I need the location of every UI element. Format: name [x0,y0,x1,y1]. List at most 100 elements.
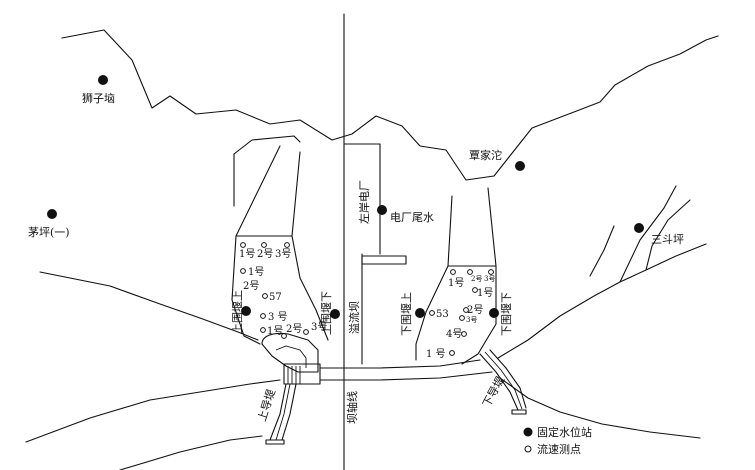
label-qinjiatuo: 覃家沱 [469,148,502,162]
label-upper-cofferdam-down: 上围堰下 [320,291,333,335]
label-l-1-bot: 1 号 [426,348,446,360]
label-l-1-mid: 1号 [477,287,493,299]
velocity-ring [260,313,266,319]
label-u-top-3: 3号 [275,248,291,260]
velocity-ring [488,269,494,275]
upper-guide-wall-loop [261,332,319,373]
lower-river-bank-outer [25,379,281,443]
label-plant-tailwater: 电厂尾水 [390,211,434,224]
velocity-ring [429,310,435,316]
plant-wall-left [343,143,381,255]
right-bank-inlet-2 [645,199,691,271]
upper-guide-wall-stem-c [275,383,291,441]
velocity-ring [240,268,246,274]
lower-guide-wall-b [489,349,527,409]
label-u-mid-3: 3 号 [268,311,288,323]
velocity-ring [303,329,309,335]
road-line-lower [319,371,493,381]
lower-guide-wall-c [484,351,523,410]
lower-cofferdam-slope-left [447,195,453,267]
label-u-mid-2: 2号 [243,280,259,292]
label-upper-cofferdam-up: 上围堰上 [231,290,244,334]
label-l-2-mid: 2号 [467,304,483,316]
lower-cofferdam-bank-right [461,265,497,365]
right-bank-cut [589,225,615,277]
label-dam-axis: 坝轴线 [345,391,359,424]
label-u-57: 57 [269,292,282,303]
upper-guide-wall-foot [265,439,285,445]
label-upper-guide-wall: 上导堤 [255,388,278,423]
upper-guide-wall-stripes [287,366,301,384]
velocity-ring [463,307,469,313]
label-l-53: 53 [436,309,449,320]
upper-cofferdam-slope-left [235,145,281,237]
velocity-ring [450,269,456,275]
velocity-ring [461,331,467,337]
lower-guide-wall-a [479,353,519,411]
right-bank-line [497,243,707,359]
label-u-mid-1: 1号 [248,266,264,278]
label-spillway-dam: 溢流坝 [347,301,361,334]
left-river-bank [39,271,259,341]
lower-guide-wall-foot [511,409,527,415]
velocity-ring [262,293,268,299]
velocity-ring [449,350,455,356]
velocity-ring [281,333,287,339]
velocity-ring [240,242,246,248]
label-maoping: 茅坪(一) [28,226,70,239]
label-lower-cofferdam-down: 下围堰下 [500,292,513,336]
station-dot-maoping [47,209,57,219]
lower-cofferdam-bank-left [415,265,449,361]
station-dot-shizinao [98,75,108,85]
legend-velocity-point-label: 流速测点 [537,442,581,456]
lower-cofferdam-slope-right [487,187,497,267]
label-u-bot-1: 1号 [267,325,283,337]
upper-cofferdam-bank [231,235,261,345]
label-u-bot-3: 3号 [311,321,327,333]
legend: 固定水位站 流速测点 [523,425,592,456]
velocity-ring [472,287,478,293]
velocity-ring [261,242,267,248]
lower-river-bank-right [499,377,701,439]
label-sandouping: 三斗坪 [651,233,684,246]
velocity-ring [459,315,465,321]
lower-river-bank-far [119,435,263,470]
label-l-4: 4号 [446,328,462,340]
station-dot-qinjiatuo [515,161,525,171]
left-bank-line [233,135,301,155]
upper-guide-wall-block [283,363,321,385]
label-u-bot-2: 2号 [286,323,302,335]
station-dot-lower-cofferdam-down [489,308,499,318]
label-left-bank-plant: 左岸电厂 [358,180,371,224]
legend-velocity-point-ring [524,445,532,453]
label-l-3-mid: 3号 [466,316,477,324]
station-dot-upper-cofferdam-down [330,309,340,319]
station-dot-upper-cofferdam-up [241,306,251,316]
road-line-upper [319,359,481,369]
legend-fixed-station-dot [523,427,533,437]
upper-cofferdam-bank-right [291,235,329,341]
velocity-ring [260,327,266,333]
upper-guide-wall-stem-a [269,383,287,441]
label-l-3-top: 3号 [484,275,495,283]
label-u-top-1: 1号 [239,248,255,260]
station-dot-lower-cofferdam-up [415,308,425,318]
label-l-2-top: 2号 [471,275,482,283]
label-shizinao: 狮子垴 [82,92,115,105]
velocity-ring [467,269,473,275]
label-l-1-top: 1号 [448,277,464,289]
label-lower-cofferdam-up: 下围堰上 [400,292,413,336]
label-u-top-2: 2号 [257,248,273,260]
spillway-crest [361,255,407,265]
upper-bank-line [61,29,719,181]
station-dot-plant-tailwater [377,205,387,215]
velocity-ring [284,242,290,248]
station-dot-sandouping [634,223,644,233]
upper-guide-wall-inner [275,345,307,368]
label-lower-guide-wall: 下导堤 [480,374,507,409]
right-bank-inlet [619,185,677,283]
upper-guide-wall-stem-b [281,383,297,441]
legend-fixed-station-label: 固定水位站 [537,425,592,439]
upper-cofferdam-slope-right [291,151,301,237]
